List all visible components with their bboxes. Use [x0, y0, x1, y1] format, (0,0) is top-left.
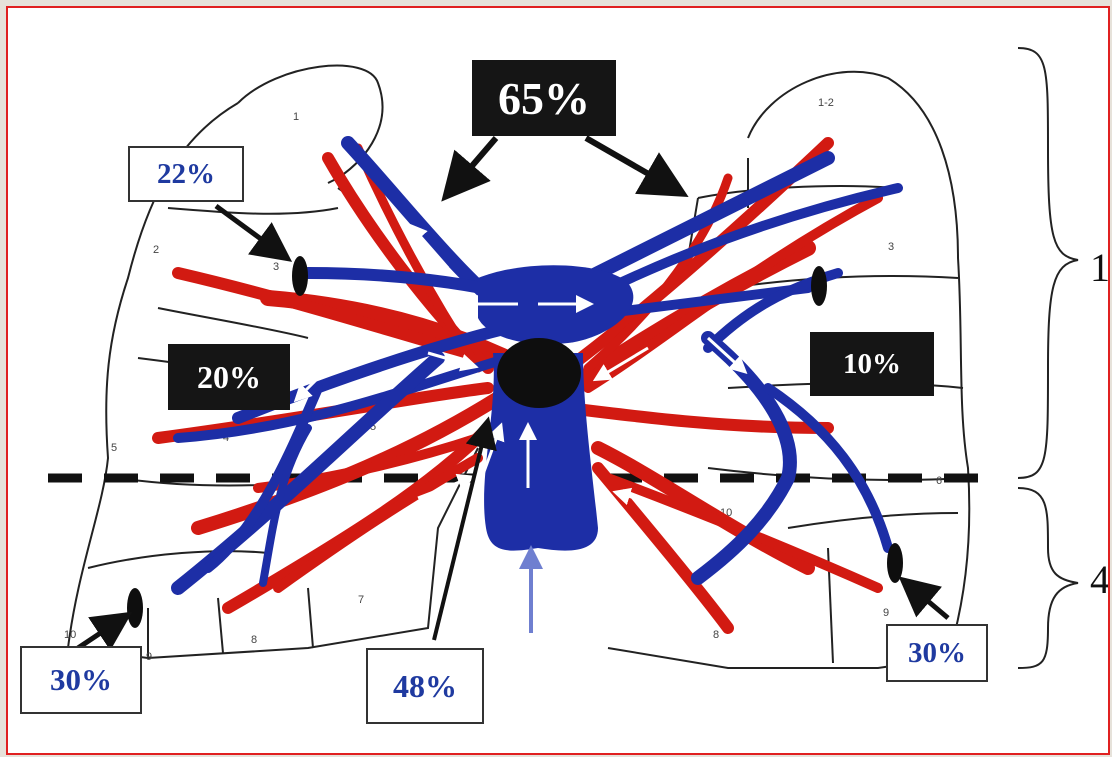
oval-upper-left — [292, 256, 308, 296]
segment-number: 9 — [883, 607, 889, 619]
side-label-lower: 4 — [1090, 556, 1110, 603]
segment-number: 3 — [888, 241, 894, 253]
diagram-frame: 1 1-2 2 3 3 4 5 5 6 7 8 8 9 9 10 10 — [6, 6, 1110, 755]
label-10-percent: 10% — [810, 332, 934, 396]
segment-number: 2 — [153, 244, 159, 256]
label-48-percent: 48% — [366, 648, 484, 724]
oval-lower-right — [887, 543, 903, 583]
central-black-oval — [497, 338, 581, 408]
segment-number: 8 — [251, 634, 257, 646]
side-label-upper: 1 — [1090, 244, 1110, 291]
label-65-percent: 65% — [472, 60, 616, 136]
brace-lower — [1018, 488, 1078, 668]
segment-number: 3 — [273, 261, 279, 273]
oval-lower-left — [127, 588, 143, 628]
label-22-percent: 22% — [128, 146, 244, 202]
segment-number: 5 — [111, 442, 117, 454]
segment-number: 6 — [936, 475, 942, 487]
segment-number: 1 — [293, 111, 299, 123]
segment-number: 9 — [146, 651, 152, 663]
brace-upper — [1018, 48, 1078, 478]
label-20-percent: 20% — [168, 344, 290, 410]
segment-number: 1-2 — [818, 97, 834, 109]
segment-number: 7 — [358, 594, 364, 606]
label-30-percent-right: 30% — [886, 624, 988, 682]
segment-number: 8 — [713, 629, 719, 641]
oval-upper-right — [811, 266, 827, 306]
label-30-percent-left: 30% — [20, 646, 142, 714]
segment-number: 10 — [64, 629, 76, 641]
